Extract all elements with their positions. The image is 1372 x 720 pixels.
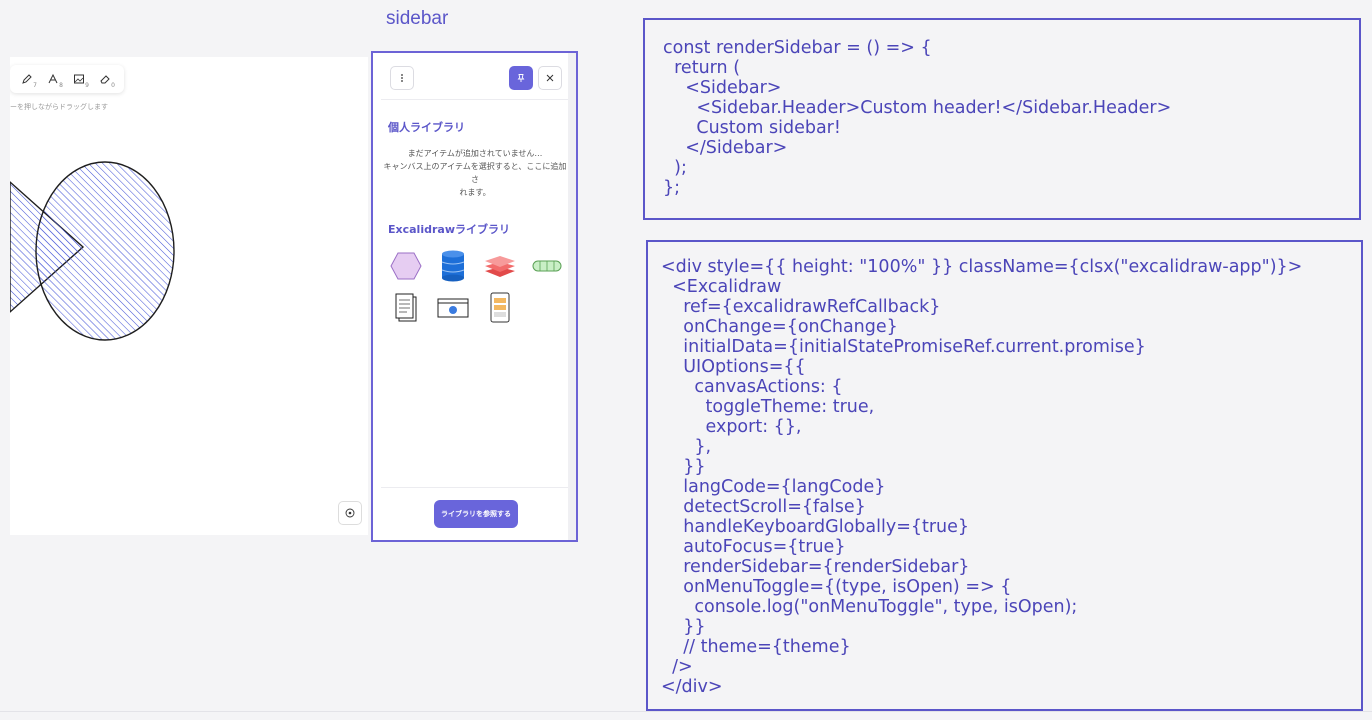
canvas-hint: ーを押しながらドラッグします [10,103,108,111]
cylinder-item-icon [532,260,562,272]
pin-button[interactable] [509,66,533,90]
sidebar-scrollbar[interactable] [568,53,576,540]
browse-libraries-button[interactable]: ライブラリを参照する [434,500,518,528]
help-button[interactable] [338,501,362,525]
browser-window-item-icon [437,298,469,318]
code-block-excalidraw-app: <div style={{ height: "100%" }} classNam… [646,240,1363,711]
pencil-tool[interactable]: 7 [16,68,38,90]
text-icon [48,73,58,84]
pencil-icon [22,74,32,84]
empty-library-message: まだアイテムが追加されていません… キャンバス上のアイテムを選択すると、ここに追… [383,147,567,199]
menu-button[interactable] [390,66,414,90]
document-item-icon [395,293,417,322]
shortcut-label: 0 [111,82,115,89]
grid-line [0,711,1372,712]
code-text: const renderSidebar = () => { return ( <… [663,38,1172,198]
database-item-icon [441,250,465,282]
shortcut-label: 8 [59,82,63,89]
library-item[interactable] [389,291,423,325]
excalidraw-canvas[interactable]: 7 8 9 0 ーを押しながらドラッグします [10,57,368,535]
layers-item-icon [485,256,515,277]
empty-message-line: まだアイテムが追加されていません… [407,149,543,158]
library-item[interactable] [436,249,470,283]
image-icon [74,74,84,84]
code-text: <div style={{ height: "100%" }} classNam… [661,257,1303,697]
ellipse-shape [35,161,175,341]
more-vertical-icon [401,74,403,82]
empty-message-line: キャンバス上のアイテムを選択すると、ここに追加さ [383,162,567,184]
canvas-drawing[interactable] [10,57,368,535]
library-item[interactable] [483,291,517,325]
library-item[interactable] [389,249,423,283]
shortcut-label: 7 [33,82,37,89]
code-block-render-sidebar: const renderSidebar = () => { return ( <… [643,18,1361,220]
eraser-icon [100,75,110,84]
sidebar-panel: 個人ライブラリ まだアイテムが追加されていません… キャンバス上のアイテムを選択… [371,51,578,542]
sidebar-footer: ライブラリを参照する [381,487,569,541]
text-tool[interactable]: 8 [42,68,64,90]
close-icon [546,74,554,82]
library-panel: 個人ライブラリ まだアイテムが追加されていません… キャンバス上のアイテムを選択… [381,53,569,540]
library-item[interactable] [483,249,517,283]
sidebar-header [381,53,569,100]
empty-message-line: れます。 [459,188,491,197]
pin-icon [517,74,525,82]
mobile-app-item-icon [490,292,510,323]
excalidraw-library-title: Excalidrawライブラリ [388,223,510,236]
library-item[interactable] [530,249,564,283]
shape-toolbar: 7 8 9 0 [10,65,124,93]
eraser-tool[interactable]: 0 [94,68,116,90]
library-item[interactable] [436,291,470,325]
section-heading: sidebar [386,8,449,29]
hexagon-item-icon [390,252,422,280]
help-icon [345,508,355,518]
shortcut-label: 9 [85,82,89,89]
image-tool[interactable]: 9 [68,68,90,90]
close-button[interactable] [538,66,562,90]
personal-library-title: 個人ライブラリ [388,121,465,134]
